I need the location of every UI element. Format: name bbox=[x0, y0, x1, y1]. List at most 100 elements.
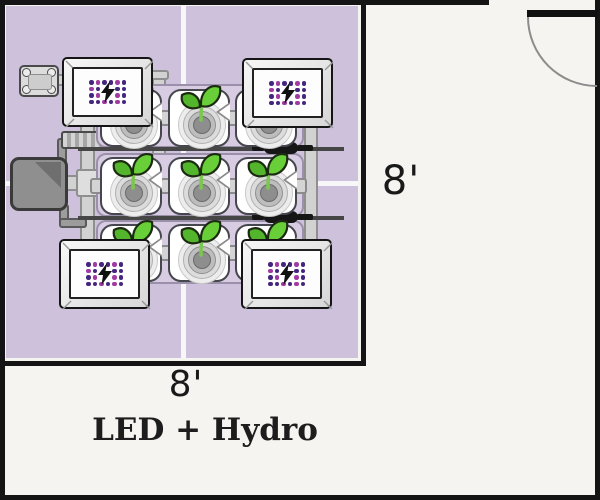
site-notch bbox=[219, 239, 230, 255]
led-dot bbox=[274, 262, 279, 267]
led-dot-row bbox=[89, 80, 126, 85]
led-dot bbox=[294, 262, 299, 267]
led-dot bbox=[281, 262, 286, 267]
led-panel bbox=[59, 239, 151, 310]
cable-fitting bbox=[297, 145, 313, 151]
lightning-bolt-icon bbox=[279, 263, 294, 285]
led-dot-grid bbox=[89, 80, 126, 104]
plant-site bbox=[235, 152, 297, 217]
led-dot bbox=[275, 94, 280, 99]
led-dot bbox=[274, 275, 279, 280]
led-dot bbox=[89, 93, 94, 98]
led-dot-row bbox=[89, 86, 126, 91]
led-dot bbox=[115, 99, 120, 104]
led-dot bbox=[86, 281, 91, 286]
wall-bottom bbox=[0, 495, 600, 500]
reservoir-spout bbox=[35, 162, 61, 188]
seedling-icon bbox=[180, 84, 222, 122]
led-dot bbox=[118, 281, 123, 286]
site-notch bbox=[151, 239, 162, 255]
led-dot-row bbox=[269, 87, 306, 92]
led-dot bbox=[89, 80, 94, 85]
led-dot bbox=[95, 99, 100, 104]
led-dot bbox=[295, 94, 300, 99]
led-panel-face bbox=[72, 67, 143, 117]
site-notch bbox=[151, 104, 162, 120]
lightning-bolt-icon bbox=[97, 263, 112, 285]
led-dot bbox=[294, 268, 299, 273]
wall-right bbox=[595, 0, 600, 500]
led-dot bbox=[95, 93, 100, 98]
led-dot bbox=[95, 86, 100, 91]
led-dot bbox=[121, 99, 126, 104]
room-width-label: 8' bbox=[381, 158, 421, 204]
led-dot-row bbox=[268, 262, 305, 267]
power-cable bbox=[78, 216, 344, 220]
drain-hose-horizontal bbox=[59, 218, 87, 228]
led-dot bbox=[275, 100, 280, 105]
seedling-icon bbox=[247, 152, 289, 190]
led-dot bbox=[92, 268, 97, 273]
led-dot bbox=[115, 80, 120, 85]
nutrient-reservoir bbox=[10, 157, 68, 211]
led-dot bbox=[115, 93, 120, 98]
led-driver bbox=[19, 65, 59, 97]
plant-site bbox=[100, 152, 162, 217]
led-dot bbox=[121, 86, 126, 91]
led-dot bbox=[295, 87, 300, 92]
led-dot bbox=[112, 275, 117, 280]
led-dot bbox=[288, 81, 293, 86]
led-dot bbox=[275, 81, 280, 86]
plant-site bbox=[168, 84, 230, 149]
led-dot bbox=[300, 262, 305, 267]
led-panel bbox=[242, 58, 334, 129]
led-dot-row bbox=[86, 262, 123, 267]
led-dot bbox=[121, 80, 126, 85]
led-dot-grid bbox=[268, 262, 305, 286]
site-notch bbox=[219, 104, 230, 120]
led-dot bbox=[99, 262, 104, 267]
site-notch bbox=[219, 172, 230, 188]
led-dot bbox=[112, 262, 117, 267]
led-dot bbox=[287, 281, 292, 286]
led-panel bbox=[241, 239, 333, 310]
led-dot bbox=[300, 275, 305, 280]
site-notch bbox=[286, 172, 297, 188]
led-dot bbox=[86, 268, 91, 273]
led-dot bbox=[288, 100, 293, 105]
led-dot bbox=[92, 275, 97, 280]
led-dot bbox=[112, 281, 117, 286]
led-dot-row bbox=[268, 268, 305, 273]
cable-fitting bbox=[252, 145, 264, 151]
led-dot bbox=[115, 86, 120, 91]
led-dot bbox=[108, 80, 113, 85]
led-dot-row bbox=[269, 94, 306, 99]
door-icon bbox=[527, 10, 598, 17]
led-dot bbox=[118, 268, 123, 273]
led-dot-grid bbox=[269, 81, 306, 105]
led-dot bbox=[268, 275, 273, 280]
led-panel-face bbox=[252, 68, 323, 118]
led-dot bbox=[300, 281, 305, 286]
led-dot-row bbox=[89, 93, 126, 98]
led-dot bbox=[275, 87, 280, 92]
led-dot bbox=[89, 86, 94, 91]
led-dot bbox=[105, 281, 110, 286]
site-notch bbox=[151, 172, 162, 188]
led-dot-row bbox=[268, 275, 305, 280]
led-dot bbox=[269, 81, 274, 86]
led-dot bbox=[294, 275, 299, 280]
partition-wall-horizontal bbox=[0, 361, 366, 366]
lightning-bolt-icon bbox=[100, 81, 115, 103]
led-dot bbox=[301, 81, 306, 86]
led-dot bbox=[269, 94, 274, 99]
led-dot bbox=[102, 80, 107, 85]
cable-fitting bbox=[252, 214, 264, 220]
led-dot bbox=[269, 87, 274, 92]
lightning-bolt-icon bbox=[280, 82, 295, 104]
led-dot bbox=[301, 87, 306, 92]
setup-caption: LED + Hydro bbox=[92, 412, 318, 448]
led-dot bbox=[301, 94, 306, 99]
led-dot-grid bbox=[86, 262, 123, 286]
